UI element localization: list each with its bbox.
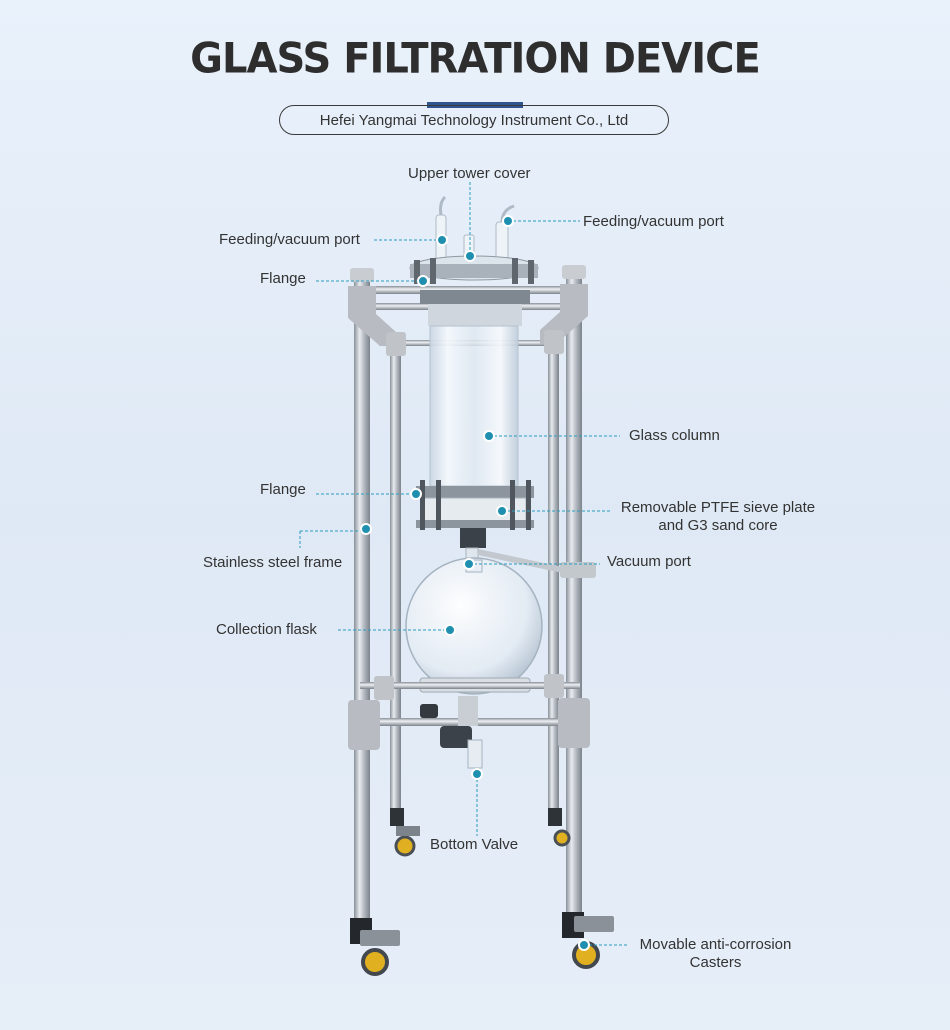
vacuum-port-arm (477, 549, 596, 578)
dot-glass-column (483, 430, 495, 442)
casters (350, 808, 614, 976)
company-name: Hefei Yangmai Technology Instrument Co.,… (319, 111, 629, 129)
label-stainless-frame: Stainless steel frame (203, 554, 343, 571)
dot-frame (360, 523, 372, 535)
label-sieve-line1: Removable PTFE sieve plate (620, 499, 816, 516)
dot-bottom-valve (471, 768, 483, 780)
dot-sieve-plate (496, 505, 508, 517)
label-casters: Movable anti-corrosion Casters (628, 936, 803, 972)
dot-flange-mid (410, 488, 422, 500)
collection-flask (405, 557, 543, 695)
dot-collection-flask (444, 624, 456, 636)
label-flange-mid: Flange (260, 481, 306, 498)
glass-column (429, 325, 519, 487)
dot-flange-top (417, 275, 429, 287)
label-vacuum-port: Vacuum port (607, 553, 691, 570)
label-feeding-port-right: Feeding/vacuum port (583, 213, 724, 230)
dot-feeding-right (502, 215, 514, 227)
label-collection-flask: Collection flask (216, 621, 317, 638)
feeding-ports (435, 195, 515, 263)
dot-upper-cover (464, 250, 476, 262)
label-casters-line1: Movable anti-corrosion (639, 936, 792, 953)
company-name-badge: Hefei Yangmai Technology Instrument Co.,… (279, 105, 669, 135)
dot-casters (578, 939, 590, 951)
frame-posts (350, 265, 586, 930)
callout-dots (360, 215, 590, 951)
page-title: GLASS FILTRATION DEVICE (190, 34, 761, 84)
label-casters-line2: Casters (689, 954, 742, 971)
bottom-valve (420, 696, 483, 769)
label-sieve-plate: Removable PTFE sieve plate and G3 sand c… (612, 499, 824, 535)
dot-feeding-left (436, 234, 448, 246)
dot-vacuum-port (463, 558, 475, 570)
label-sieve-line2: and G3 sand core (658, 517, 778, 534)
label-upper-tower-cover: Upper tower cover (408, 165, 531, 182)
label-flange-top: Flange (260, 270, 306, 287)
label-bottom-valve: Bottom Valve (430, 836, 519, 853)
mid-flange-sieve (416, 480, 534, 567)
upper-cover-flange (409, 255, 539, 326)
label-glass-column: Glass column (629, 427, 720, 444)
label-feeding-port-left: Feeding/vacuum port (219, 231, 360, 248)
